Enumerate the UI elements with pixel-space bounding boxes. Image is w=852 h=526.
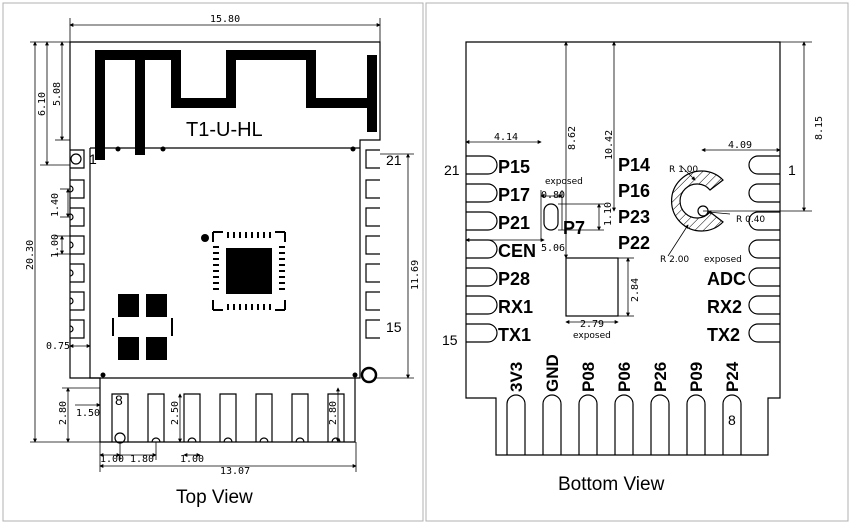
dim-2-79: 2.79 <box>580 319 604 330</box>
note-exposed-1: exposed <box>545 177 583 187</box>
exposed-areas <box>543 170 724 317</box>
dim-r-0-40: R 0.40 <box>736 215 765 225</box>
exposed-slot <box>543 203 559 231</box>
bottom-right-labels: P14 P16 P23 P22 ADC RX2 TX2 <box>618 155 746 345</box>
bottom-dimension-lines <box>465 41 812 324</box>
pin-left-2: P21 <box>498 213 530 233</box>
pin-right-1: P16 <box>618 181 650 201</box>
dim-pitch: 1.40 <box>50 193 61 217</box>
shield-outline <box>89 148 355 379</box>
dim-6-10: 6.10 <box>37 92 48 116</box>
pin-p7: P7 <box>563 218 585 238</box>
bottom-edge-labels: 3V3 GND P08 P06 P26 P09 P24 <box>507 354 742 392</box>
pin-bottom-6: P24 <box>723 361 742 392</box>
dim-5-08: 5.08 <box>52 82 63 106</box>
exposed-pad <box>565 257 619 317</box>
pin-left-4: P28 <box>498 269 530 289</box>
bottom-pin-15: 15 <box>442 332 458 348</box>
pin-left-0: P15 <box>498 157 530 177</box>
dim-1-80: 1.80 <box>130 454 154 465</box>
dim-4-09: 4.09 <box>728 140 752 151</box>
crystal-component <box>112 294 173 360</box>
dim-width: 15.80 <box>210 14 240 25</box>
dim-8-15: 8.15 <box>814 116 825 140</box>
dim-2-80-right: 2.80 <box>328 401 339 425</box>
pin-bottom-5: P09 <box>687 362 706 392</box>
dim-2-50: 2.50 <box>170 401 181 425</box>
dim-13-07: 13.07 <box>220 466 250 477</box>
top-view-caption: Top View <box>176 487 253 508</box>
top-dimension-lines <box>30 18 414 472</box>
dim-10-42: 10.42 <box>604 130 615 160</box>
top-pin-1: 1 <box>89 151 97 167</box>
bottom-left-pads <box>466 155 498 343</box>
marker-dots <box>100 146 358 378</box>
bottom-right-pads <box>748 155 780 343</box>
pin-right-0: P14 <box>618 155 650 175</box>
dim-1-50: 1.50 <box>76 408 100 419</box>
dim-2-84: 2.84 <box>630 278 641 302</box>
dim-2-80-left: 2.80 <box>58 401 69 425</box>
pin-left-5: RX1 <box>498 297 533 317</box>
bottom-view-frame <box>425 2 849 522</box>
dim-1-00-a: 1.00 <box>100 454 124 465</box>
pin-bottom-0: 3V3 <box>507 362 526 392</box>
bottom-pin-8: 8 <box>728 412 736 428</box>
pin-bottom-4: P26 <box>651 362 670 392</box>
dim-11-69: 11.69 <box>410 260 421 290</box>
antenna-trace <box>95 50 377 160</box>
bottom-pin-21: 21 <box>444 162 460 178</box>
dim-1-00-b: 1.00 <box>180 454 204 465</box>
pin-left-3: CEN <box>498 241 536 261</box>
pin-right-4: ADC <box>707 269 746 289</box>
dim-r-1-00: R 1.00 <box>669 165 698 175</box>
top-right-pads <box>360 149 380 384</box>
note-exposed-2: exposed <box>573 331 611 341</box>
top-bottom-pads <box>111 393 345 444</box>
antenna-label: T1-U-HL <box>186 119 263 141</box>
bottom-pin-1: 1 <box>788 162 796 178</box>
dim-height: 20.30 <box>25 240 36 270</box>
pin-right-5: RX2 <box>707 297 742 317</box>
dim-r-2-00: R 2.00 <box>660 255 689 265</box>
top-pin-21: 21 <box>386 152 402 168</box>
top-left-pads <box>69 149 85 339</box>
pin-right-3: P22 <box>618 233 650 253</box>
ic-chip <box>212 231 286 311</box>
bottom-module-outline <box>465 41 781 456</box>
top-pin-8: 8 <box>115 392 123 408</box>
pin-bottom-1: GND <box>543 354 562 392</box>
pin-left-6: TX1 <box>498 325 531 345</box>
exposed-crescent <box>670 170 724 232</box>
pin-right-2: P23 <box>618 207 650 227</box>
pin-left-1: P17 <box>498 185 530 205</box>
dim-5-06: 5.06 <box>541 243 565 254</box>
bottom-left-labels: P15 P17 P21 CEN P28 RX1 TX1 <box>498 157 536 345</box>
top-pin-15: 15 <box>386 319 402 335</box>
dim-pad: 1.00 <box>50 234 61 258</box>
pin-right-6: TX2 <box>707 325 740 345</box>
bottom-view-caption: Bottom View <box>558 474 665 495</box>
dim-0-75: 0.75 <box>46 341 70 352</box>
pin-bottom-2: P08 <box>579 362 598 392</box>
bottom-edge-pads <box>506 394 742 455</box>
top-view-frame <box>2 2 424 522</box>
dim-1-10: 1.10 <box>603 202 614 226</box>
note-exposed-3: exposed <box>704 255 742 265</box>
dim-0-80: 0.80 <box>541 190 565 201</box>
dim-8-62: 8.62 <box>567 126 578 150</box>
bottom-view <box>465 41 781 456</box>
pin-bottom-3: P06 <box>615 362 634 392</box>
dim-4-14: 4.14 <box>494 132 518 143</box>
